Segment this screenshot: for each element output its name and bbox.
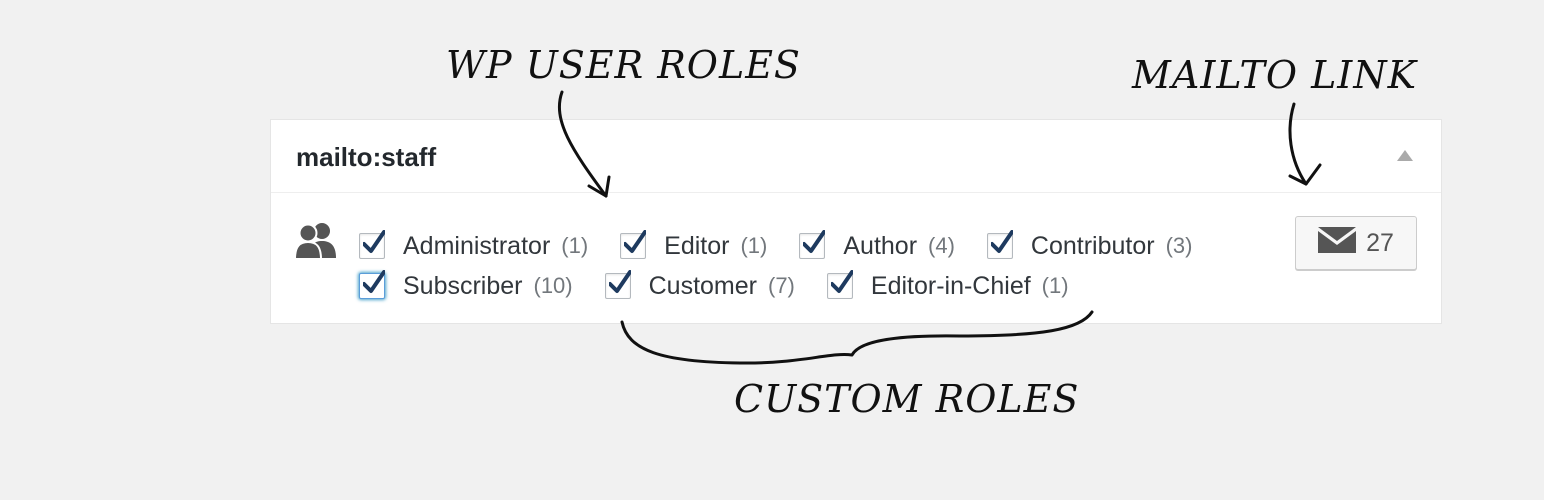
role-checkbox-subscriber[interactable] xyxy=(359,270,385,299)
checkmark-icon xyxy=(608,270,631,293)
annotation-wp-user-roles: WP USER ROLES xyxy=(446,43,801,87)
widget-header: mailto:staff xyxy=(271,120,1441,193)
users-icon xyxy=(293,220,339,265)
mailto-staff-widget: mailto:staff Administrator (1) xyxy=(270,119,1442,324)
role-count: (4) xyxy=(928,233,955,258)
annotation-custom-roles: CUSTOM ROLES xyxy=(734,377,1080,421)
mailto-button[interactable]: 27 xyxy=(1295,216,1417,270)
role-count: (10) xyxy=(533,273,573,298)
role-name: Editor xyxy=(664,231,730,260)
role-name: Administrator xyxy=(403,231,551,260)
role-checkbox-editor-in-chief[interactable] xyxy=(826,270,853,299)
envelope-icon xyxy=(1318,226,1357,260)
checkmark-icon xyxy=(803,230,826,253)
role-option-subscriber[interactable]: Subscriber (10) xyxy=(359,270,573,301)
checkmark-icon xyxy=(830,270,853,293)
role-option-contributor[interactable]: Contributor (3) xyxy=(986,230,1193,261)
annotation-mailto-link: MAILTO LINK xyxy=(1132,53,1417,97)
role-name: Subscriber xyxy=(403,271,523,300)
role-count: (7) xyxy=(768,273,795,298)
checkmark-icon xyxy=(624,230,647,253)
role-name: Author xyxy=(843,231,918,260)
role-count: (1) xyxy=(561,233,589,258)
role-checkbox-contributor[interactable] xyxy=(986,230,1013,259)
checkmark-icon xyxy=(363,230,385,253)
role-count: (1) xyxy=(1041,273,1069,298)
role-option-author[interactable]: Author (4) xyxy=(799,230,955,261)
triangle-up-icon[interactable] xyxy=(1397,150,1413,161)
role-checkbox-author[interactable] xyxy=(799,230,826,259)
role-count: (1) xyxy=(740,233,768,258)
checkmark-icon xyxy=(990,230,1013,253)
role-option-administrator[interactable]: Administrator (1) xyxy=(359,230,589,261)
role-name: Contributor xyxy=(1030,231,1155,260)
role-checkbox-customer[interactable] xyxy=(604,270,631,299)
mailto-count: 27 xyxy=(1366,228,1394,257)
role-name: Customer xyxy=(648,271,757,300)
role-option-customer[interactable]: Customer (7) xyxy=(604,270,795,301)
checkmark-icon xyxy=(363,270,385,293)
role-list: Administrator (1) Editor (1) Author (4) xyxy=(359,226,1289,306)
role-count: (3) xyxy=(1165,233,1193,258)
role-option-editor-in-chief[interactable]: Editor-in-Chief (1) xyxy=(826,270,1069,301)
role-checkbox-editor[interactable] xyxy=(620,230,647,259)
role-row-1: Administrator (1) Editor (1) Author (4) xyxy=(359,226,1289,266)
role-checkbox-administrator[interactable] xyxy=(359,230,385,259)
role-name: Editor-in-Chief xyxy=(870,271,1031,300)
role-option-editor[interactable]: Editor (1) xyxy=(620,230,768,261)
widget-title: mailto:staff xyxy=(296,142,437,172)
role-row-2: Subscriber (10) Customer (7) Editor-in-C… xyxy=(359,266,1289,306)
